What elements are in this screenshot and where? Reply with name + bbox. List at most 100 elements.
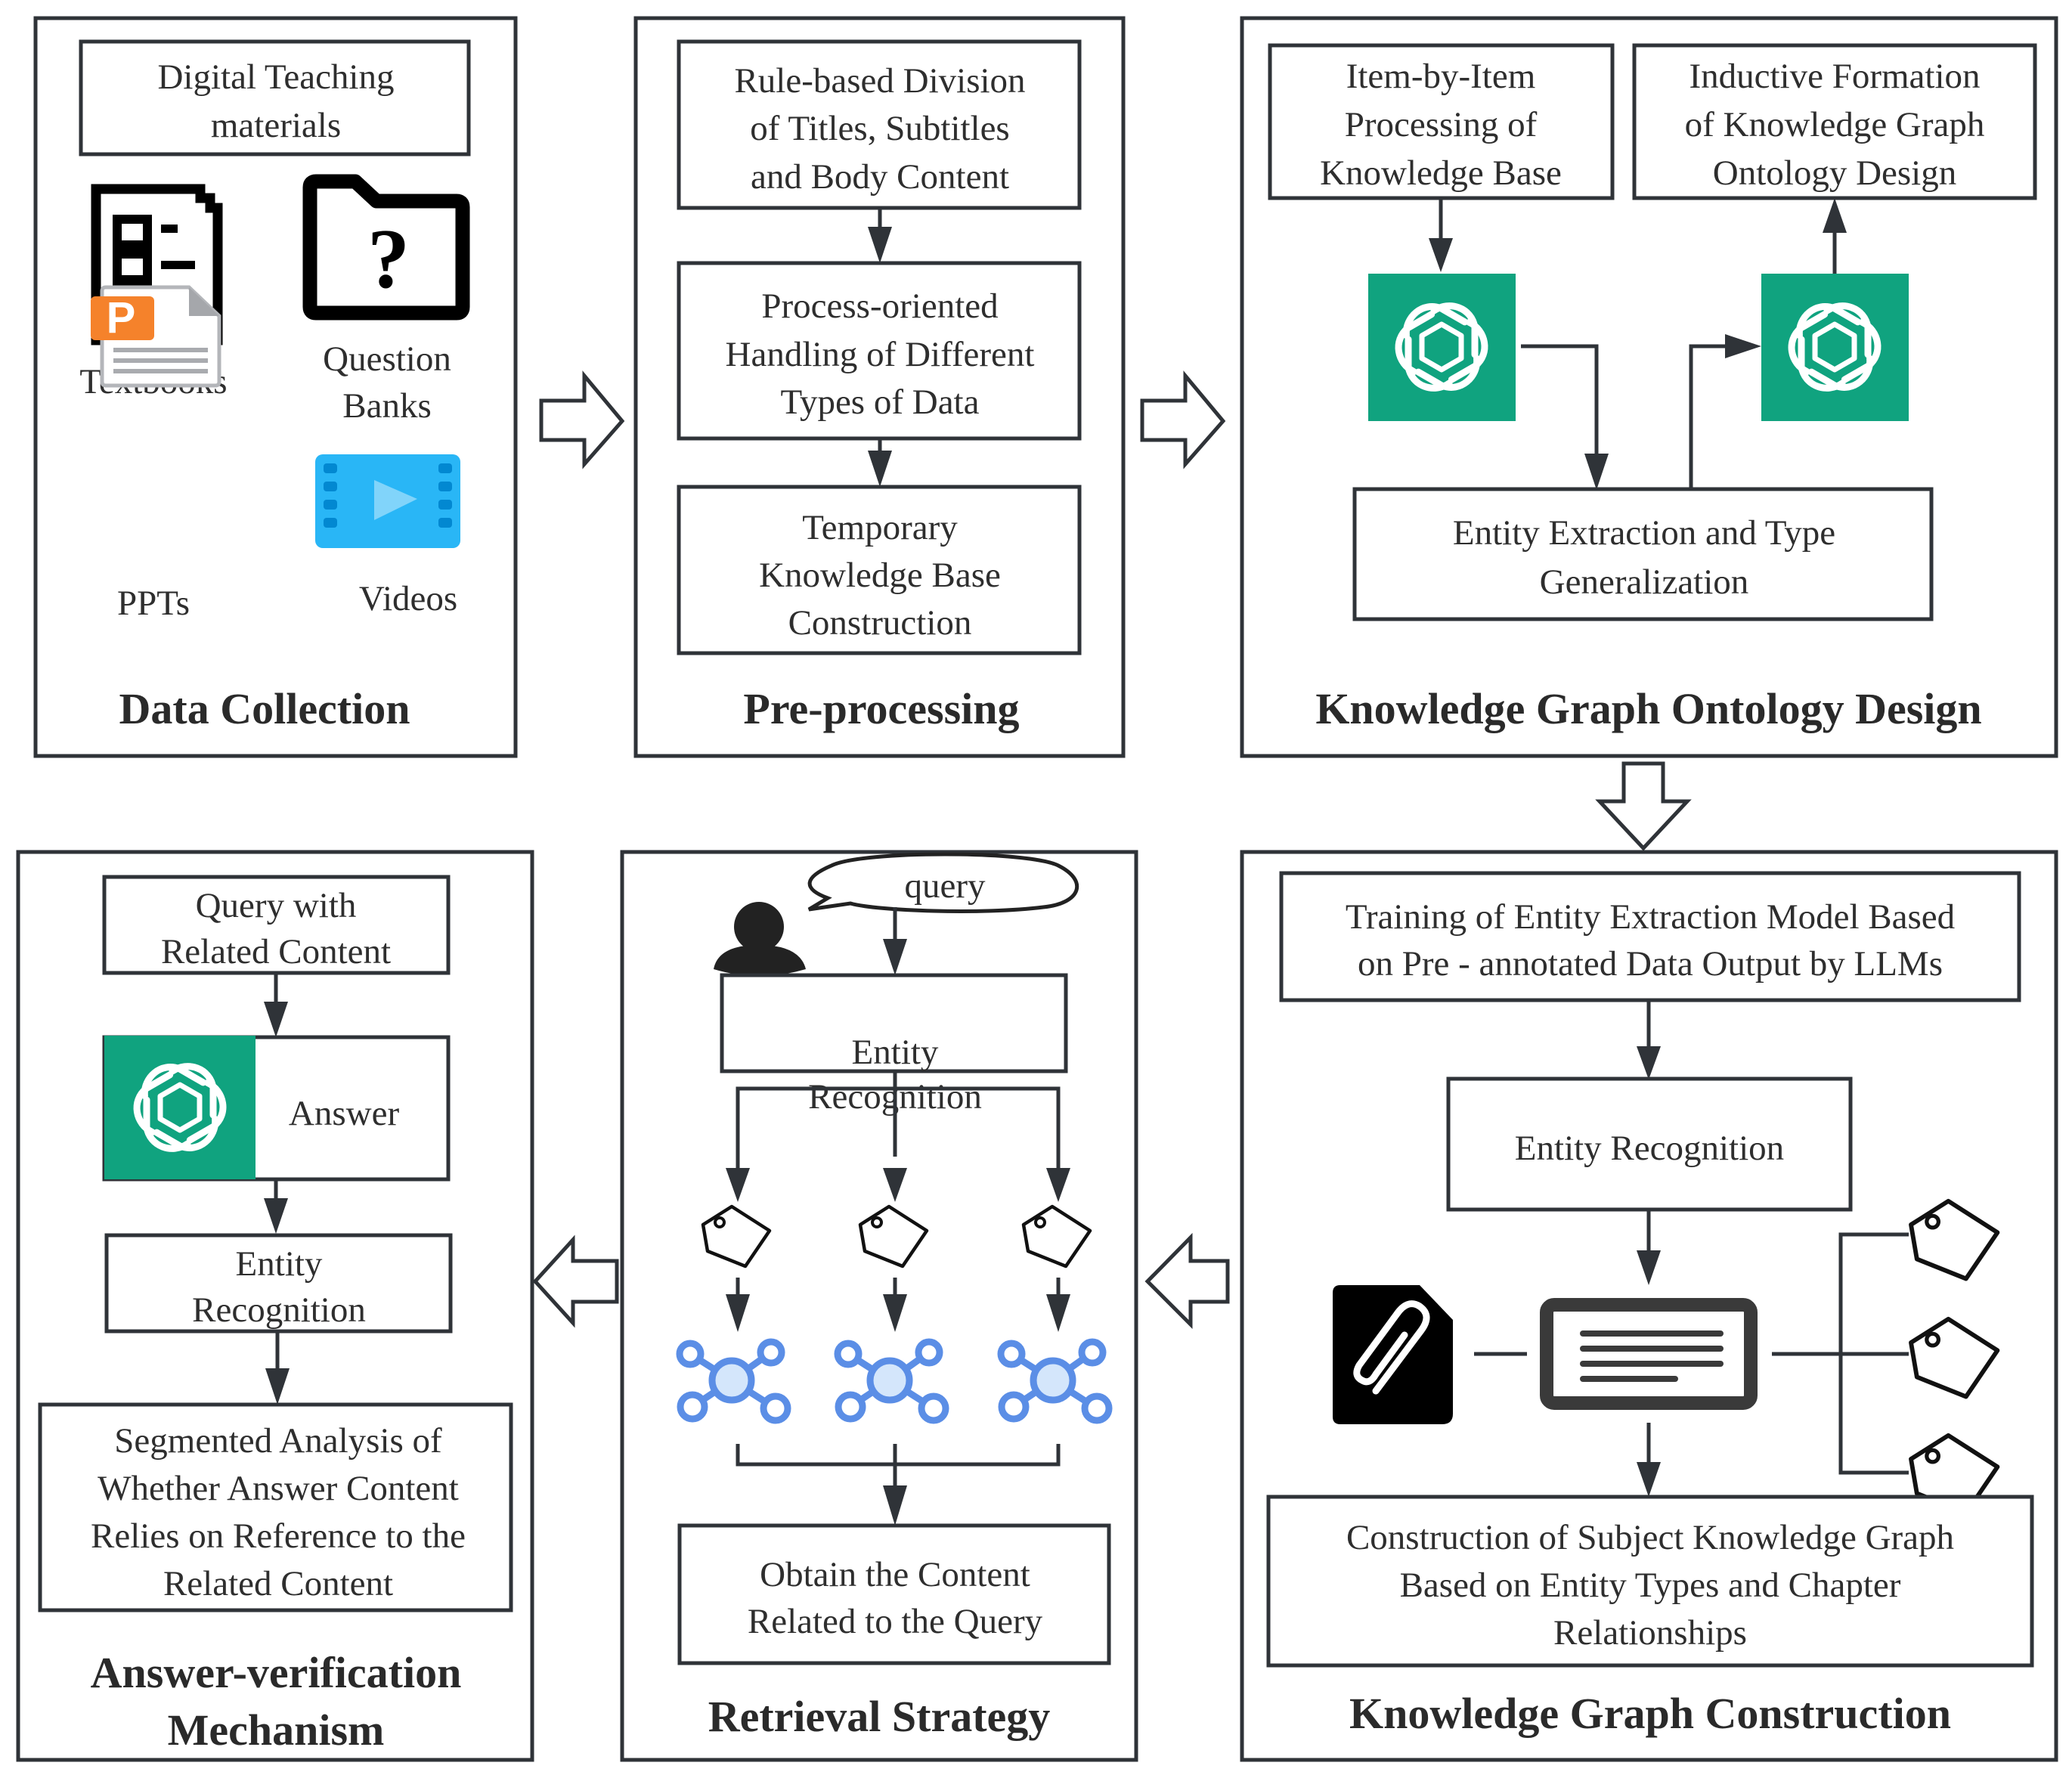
powerpoint-file-icon: P [91, 285, 221, 388]
flow-arrow-left [532, 1234, 619, 1328]
query-label: query [904, 866, 986, 906]
arrow-head [868, 451, 892, 487]
box-line: Processing of [1345, 105, 1538, 144]
digital-teaching-materials-box: Digital Teaching materials [79, 39, 471, 156]
arrow-head [883, 1294, 907, 1332]
arrow-head [883, 939, 907, 975]
panel-preprocessing: Rule-based Division of Titles, Subtitles… [633, 16, 1126, 758]
box-line: Knowledge Base [759, 556, 1001, 595]
question-folder-icon: ? [302, 174, 470, 321]
document-text-icon [1540, 1298, 1758, 1410]
question-banks-label-1: Question [323, 339, 451, 379]
entity-recognition-box: Entity Recognition [1446, 1076, 1853, 1212]
box-line: Entity Recognition [1515, 1129, 1784, 1168]
box-line: Related to the Query [748, 1602, 1043, 1641]
attachment-file-icon [1333, 1285, 1453, 1424]
flow-arrow-right [539, 370, 625, 469]
flow-arrow-right [1140, 370, 1226, 469]
chatgpt-logo-icon [104, 1036, 256, 1179]
step-rule-based-division: Rule-based Division of Titles, Subtitles… [677, 39, 1082, 210]
arrow-head [1046, 1168, 1070, 1202]
segmented-analysis-box: Segmented Analysis of Whether Answer Con… [38, 1402, 513, 1612]
panel-retrieval: query Entity Recognition Obtain the Co [620, 850, 1138, 1762]
inductive-formation-box: Inductive Formation of Knowledge Graph O… [1632, 43, 2037, 200]
box-line: Query with [196, 886, 357, 925]
box-line: on Pre - annotated Data Output by LLMs [1358, 944, 1943, 984]
arrow-head [264, 1198, 288, 1234]
box-line: Entity [236, 1244, 323, 1284]
box-line: Entity [852, 1033, 939, 1072]
entity-recognition-box: Entity Recognition [104, 1233, 453, 1334]
svg-text:?: ? [367, 212, 410, 306]
arrow-head [883, 1485, 907, 1526]
panel-title-data-collection: Data Collection [119, 684, 410, 733]
arrow-head [1429, 238, 1453, 272]
box-line: Temporary [802, 508, 958, 547]
arrow-head [1637, 1250, 1661, 1285]
box-line: Segmented Analysis of [114, 1421, 442, 1461]
panel-title-answer-verification-2: Mechanism [168, 1705, 385, 1755]
box-line: Relationships [1553, 1613, 1747, 1653]
box-line: Rule-based Division [734, 61, 1025, 101]
arrow-head [1637, 1046, 1661, 1080]
box-line: Related Content [161, 932, 391, 971]
box-line: Generalization [1540, 562, 1749, 602]
item-by-item-processing-box: Item-by-Item Processing of Knowledge Bas… [1268, 43, 1615, 200]
box-line: Digital Teaching [157, 57, 394, 97]
panel-title-ontology-design: Knowledge Graph Ontology Design [1315, 684, 1981, 733]
panel-title-preprocessing: Pre-processing [743, 684, 1019, 733]
box-line: Item-by-Item [1346, 57, 1536, 96]
chatgpt-logo-icon [1761, 274, 1909, 421]
arrow-head [883, 1168, 907, 1202]
entity-recognition-box: Entity Recognition [720, 973, 1068, 1117]
arrow-head [264, 1002, 288, 1037]
panel-title-retrieval: Retrieval Strategy [708, 1692, 1051, 1741]
box-line: Training of Entity Extraction Model Base… [1346, 897, 1955, 937]
arrow-head [1046, 1294, 1070, 1332]
flow-arrow-left [1144, 1232, 1230, 1330]
arrow-head [1584, 454, 1609, 490]
box-line: materials [211, 106, 341, 145]
flow-arrow-down [1595, 761, 1692, 851]
box-line: Types of Data [781, 383, 980, 422]
panel-title-kg-construction: Knowledge Graph Construction [1349, 1689, 1951, 1738]
arrow-head [1637, 1462, 1661, 1497]
arrow-head [265, 1368, 290, 1405]
box-line: Construction of Subject Knowledge Graph [1346, 1518, 1954, 1557]
box-line: Ontology Design [1713, 153, 1956, 193]
box-line: of Titles, Subtitles [750, 109, 1009, 148]
svg-text:P: P [107, 293, 136, 342]
box-line: of Knowledge Graph [1685, 105, 1985, 144]
video-icon [315, 454, 460, 548]
arrow-head [868, 227, 892, 263]
step-temporary-knowledge-base: Temporary Knowledge Base Construction [677, 485, 1082, 655]
question-banks-label-2: Banks [342, 386, 432, 426]
box-line: Related Content [163, 1564, 393, 1603]
entity-extraction-box: Entity Extraction and Type Generalizatio… [1352, 487, 1934, 621]
box-line: and Body Content [751, 157, 1009, 197]
box-line: Entity Extraction and Type [1453, 513, 1835, 553]
box-line: Construction [788, 603, 972, 643]
arrow-head [726, 1168, 750, 1202]
panel-answer-verification: Query with Related Content Answer Entity… [16, 850, 534, 1762]
query-with-related-content-box: Query with Related Content [102, 875, 451, 975]
box-line: Recognition [192, 1290, 366, 1330]
construction-of-subject-kg-box: Construction of Subject Knowledge Graph … [1266, 1495, 2034, 1668]
box-line: Inductive Formation [1689, 57, 1980, 96]
box-line: Obtain the Content [760, 1555, 1030, 1594]
obtain-content-box: Obtain the Content Related to the Query [677, 1523, 1111, 1665]
answer-label: Answer [289, 1094, 400, 1133]
answer-box: Answer [102, 1035, 451, 1182]
training-box: Training of Entity Extraction Model Base… [1279, 871, 2021, 1002]
arrow-head [1823, 198, 1847, 233]
box-line: Whether Answer Content [98, 1469, 459, 1508]
query-speech-bubble: query [807, 852, 1079, 913]
step-process-oriented-handling: Process-oriented Handling of Different T… [677, 261, 1082, 441]
ppts-label: PPTs [117, 584, 190, 623]
user-avatar-icon [714, 902, 806, 976]
panel-title-answer-verification-1: Answer-verification [91, 1648, 462, 1697]
arrow-head [726, 1294, 750, 1332]
box-line: Based on Entity Types and Chapter [1400, 1566, 1901, 1605]
box-line: Knowledge Base [1320, 153, 1562, 193]
